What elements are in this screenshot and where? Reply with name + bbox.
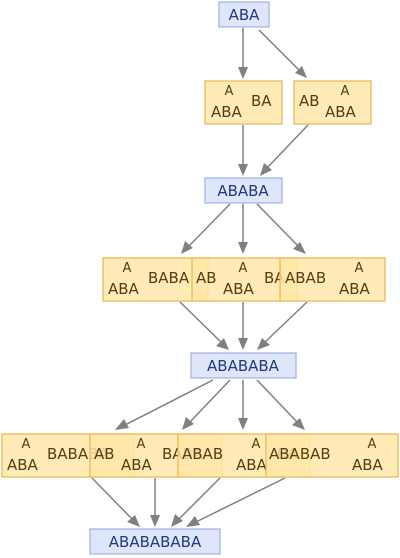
state-node-box xyxy=(204,177,283,204)
edge-arrowhead xyxy=(238,338,248,350)
edge xyxy=(179,301,223,344)
state-node-box xyxy=(218,1,270,28)
edge xyxy=(256,203,300,248)
state-node-label: ABABA xyxy=(217,182,269,200)
event-node-box xyxy=(204,80,283,125)
edge xyxy=(188,379,231,424)
event-inserted-text: A xyxy=(252,437,261,452)
edge-arrowhead xyxy=(238,242,248,254)
state-node-box xyxy=(89,528,221,555)
edge-arrowhead xyxy=(257,338,270,350)
event-right-text: BABA xyxy=(148,269,190,287)
state-node: ABABABABA xyxy=(89,528,221,555)
event-node-box xyxy=(102,257,209,302)
edge-arrowhead xyxy=(293,242,306,254)
edge-arrowhead xyxy=(238,67,248,79)
event-inserted-text: A xyxy=(137,437,146,452)
event-inserted-text: A xyxy=(123,261,132,276)
event-node-box xyxy=(293,80,372,125)
event-matched-text: ABA xyxy=(352,456,384,474)
state-node-label: ABA xyxy=(229,6,261,24)
event-node: A ABA BABA xyxy=(102,257,209,302)
event-node-box xyxy=(279,257,386,302)
edge-arrowhead xyxy=(182,417,194,430)
event-matched-text: ABA xyxy=(223,280,255,298)
edge-arrowhead xyxy=(171,514,183,527)
edge-arrowhead xyxy=(127,515,140,527)
edge-arrowhead xyxy=(238,164,248,176)
edge-arrowhead xyxy=(186,516,200,527)
edge xyxy=(177,477,221,521)
event-matched-text: ABA xyxy=(211,103,243,121)
event-inserted-text: A xyxy=(368,437,377,452)
state-node: ABA xyxy=(218,1,270,28)
event-left-text: AB xyxy=(299,92,320,110)
state-node-label: ABABABA xyxy=(207,357,280,375)
event-node: ABABAB A ABA xyxy=(265,433,399,478)
event-inserted-text: A xyxy=(239,261,248,276)
state-node: ABABA xyxy=(204,177,283,204)
edge-arrowhead xyxy=(115,419,129,430)
event-node: A ABA BA xyxy=(204,80,283,125)
event-node: ABAB A ABA xyxy=(279,257,386,302)
event-inserted-text: A xyxy=(22,437,31,452)
event-matched-text: ABA xyxy=(7,456,39,474)
edge-arrowhead xyxy=(238,418,248,430)
event-left-text: ABABAB xyxy=(269,445,331,463)
edge-arrowhead xyxy=(150,515,160,527)
event-right-text: BA xyxy=(251,92,272,110)
edge-arrowhead xyxy=(295,66,307,78)
edges xyxy=(91,28,309,527)
state-node-box xyxy=(190,352,297,379)
event-node-box xyxy=(265,433,399,478)
event-matched-text: ABA xyxy=(108,280,140,298)
edge xyxy=(187,203,231,248)
event-node: AB A ABA xyxy=(293,80,372,125)
edge-arrowhead xyxy=(181,241,193,254)
edge xyxy=(266,124,309,169)
edge xyxy=(256,379,299,424)
edge xyxy=(258,29,301,72)
event-matched-text: ABA xyxy=(325,103,357,121)
edge xyxy=(263,301,308,344)
edge-arrowhead xyxy=(260,163,272,176)
edge xyxy=(124,379,214,426)
event-left-text: ABAB xyxy=(182,445,223,463)
state-node: ABABABA xyxy=(190,352,297,379)
event-left-text: AB xyxy=(94,445,115,463)
event-matched-text: ABA xyxy=(121,456,153,474)
edge xyxy=(195,477,286,523)
edge xyxy=(91,477,134,521)
event-left-text: AB xyxy=(196,269,217,287)
edge-arrowhead xyxy=(216,338,229,350)
edge-arrowhead xyxy=(292,418,305,430)
event-left-text: ABAB xyxy=(285,269,326,287)
event-inserted-text: A xyxy=(355,261,364,276)
event-matched-text: ABA xyxy=(236,456,268,474)
event-matched-text: ABA xyxy=(339,280,371,298)
event-inserted-text: A xyxy=(225,84,234,99)
event-inserted-text: A xyxy=(341,84,350,99)
state-node-label: ABABABABA xyxy=(109,533,202,551)
